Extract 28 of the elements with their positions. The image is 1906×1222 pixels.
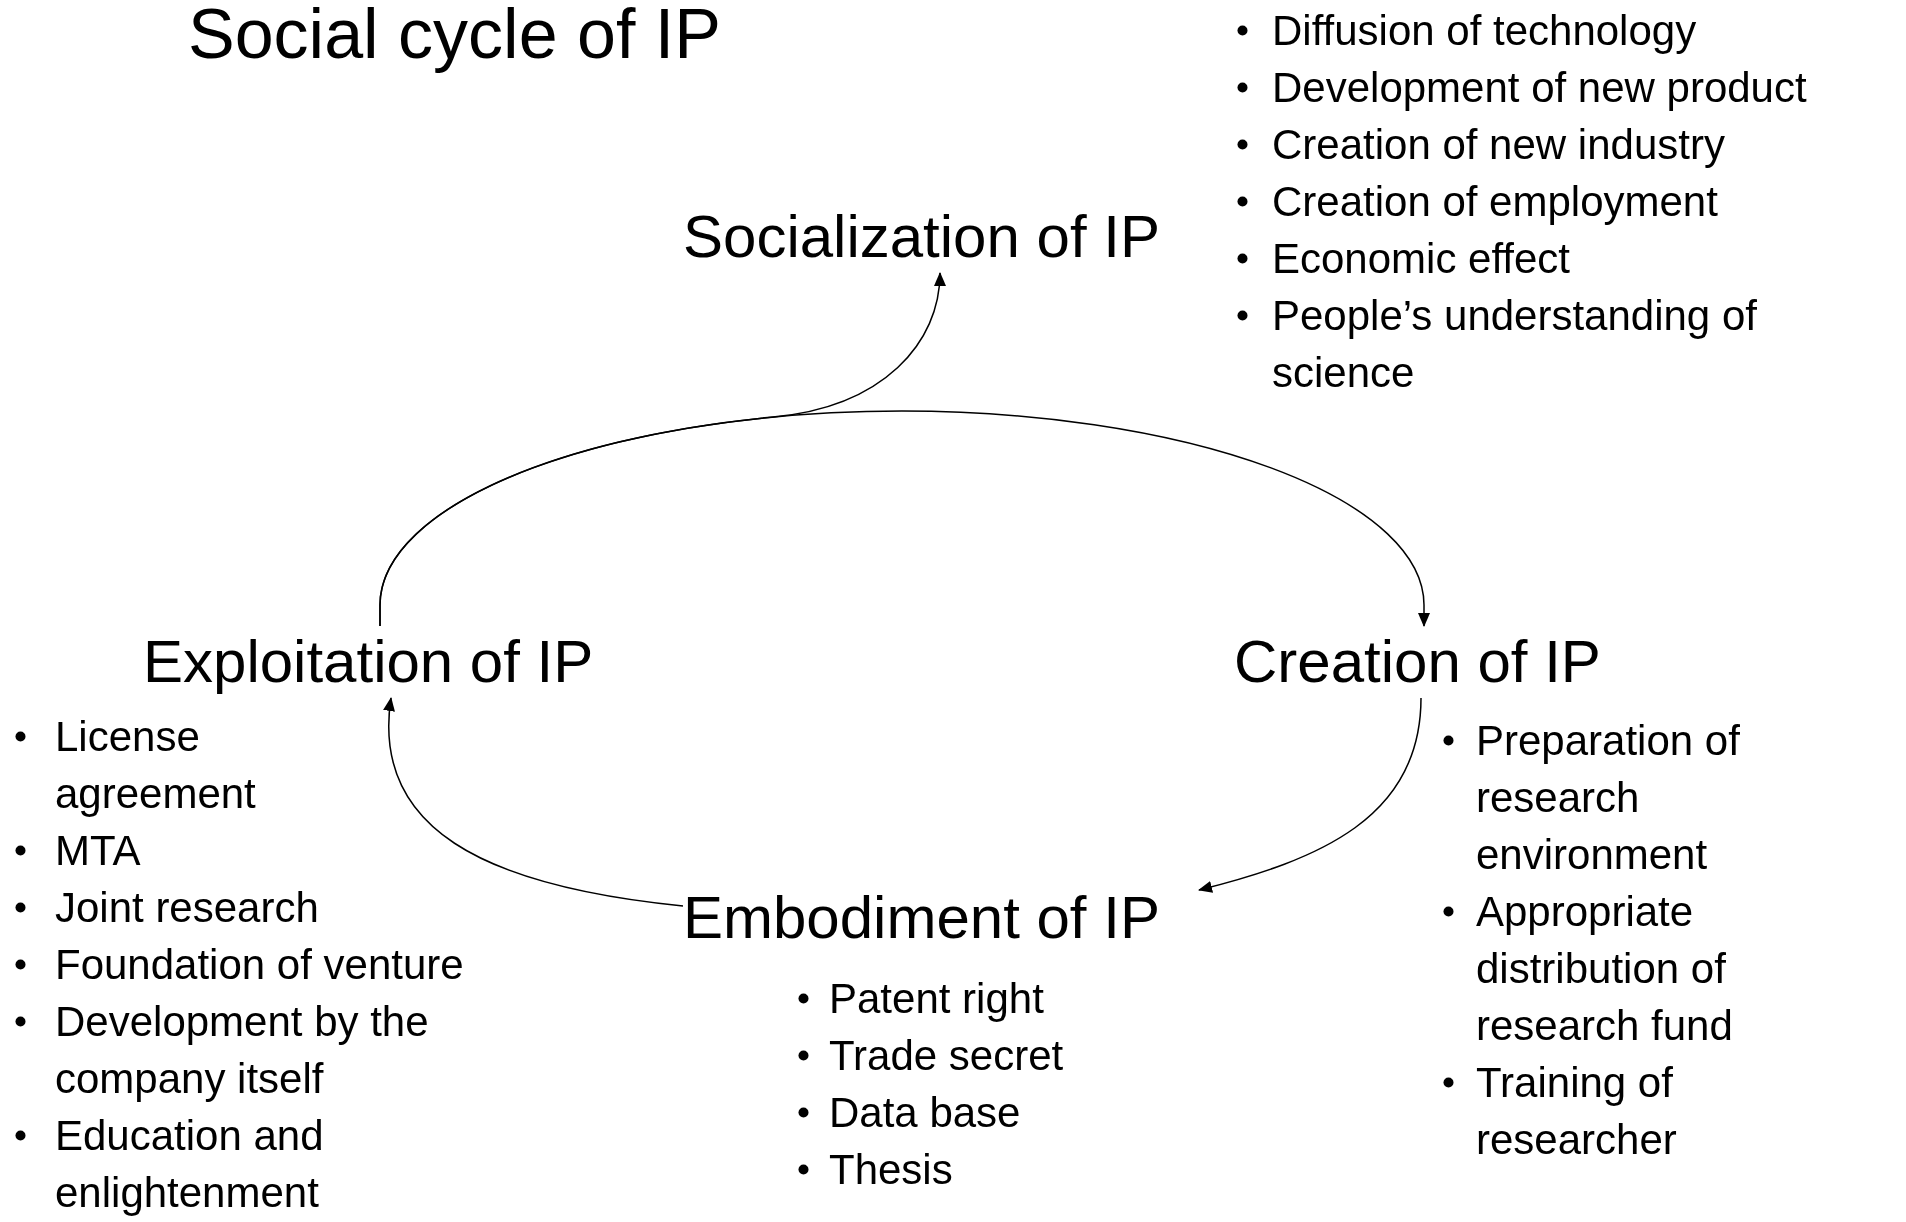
curved-arrow [384, 697, 684, 907]
bullet-item: People’s understanding of science [1272, 291, 1758, 398]
bullet-item: Development of new product [1272, 63, 1808, 113]
bullet-item: Economic effect [1272, 234, 1572, 284]
curved-arrow [379, 410, 1430, 627]
bullet-item: Data base [829, 1088, 1022, 1138]
bullet-item: Creation of employment [1272, 177, 1719, 227]
bullet-item: Foundation of venture [55, 940, 465, 990]
diagram-title: Social cycle of IP [188, 0, 721, 74]
curved-arrow [1198, 697, 1422, 893]
bullet-item: Thesis [829, 1145, 954, 1195]
stage-heading: Embodiment of IP [683, 882, 1195, 954]
bullet-item: Trade secret [829, 1031, 1065, 1081]
bullet-item: Patent right [829, 974, 1045, 1024]
bullet-item: Diffusion of technology [1272, 6, 1698, 56]
bullet-item: Appropriate distribution of research fund [1476, 887, 1734, 1051]
bullet-item: Development by the company itself [55, 997, 430, 1104]
bullet-item: License agreement [55, 712, 255, 819]
curved-arrow [379, 272, 946, 627]
stage-heading: Creation of IP [1234, 626, 1626, 698]
stage-heading: Exploitation of IP [143, 626, 625, 698]
bullet-item: Creation of new industry [1272, 120, 1726, 170]
bullet-item: Education and enlightenment [55, 1111, 325, 1218]
stage-heading: Socialization of IP [683, 201, 1195, 273]
bullet-item: Training of researcher [1476, 1058, 1678, 1165]
bullet-item: MTA [55, 826, 142, 876]
bullet-item: Preparation of research environment [1476, 716, 1741, 880]
bullet-item: Joint research [55, 883, 320, 933]
